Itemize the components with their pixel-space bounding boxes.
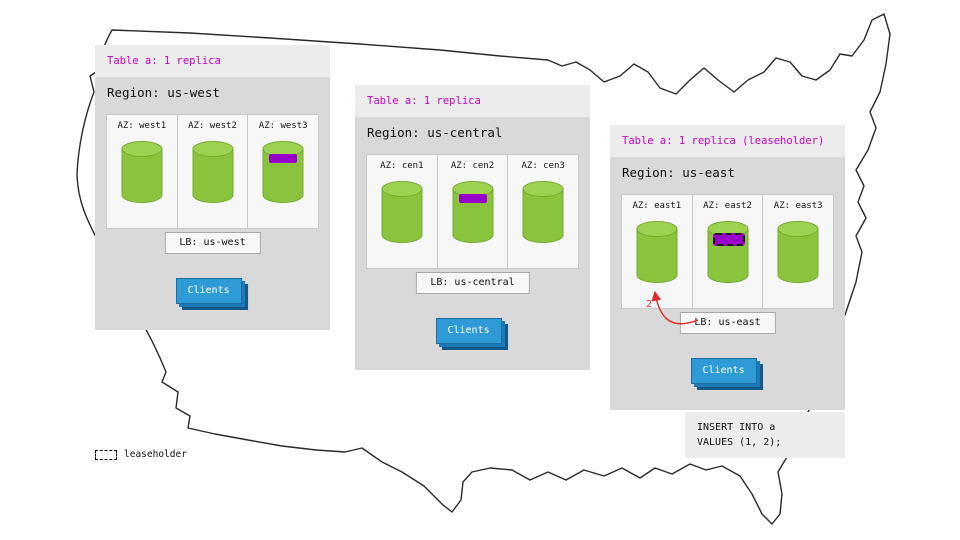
az-east1: AZ: east1 — [622, 195, 692, 308]
leaseholder-marker — [712, 233, 745, 246]
az-cen2: AZ: cen2 — [436, 155, 508, 268]
legend: leaseholder — [95, 449, 187, 460]
leaseholder-swatch-icon — [95, 449, 117, 460]
region-label: Region: us-central — [367, 125, 503, 140]
sql-line-1: INSERT INTO a — [697, 422, 776, 433]
sql-line-2: VALUES (1, 2); — [697, 437, 782, 448]
clients-box: Clients — [435, 318, 502, 344]
replica-cylinder — [451, 180, 495, 244]
az-east3: AZ: east3 — [762, 195, 833, 308]
panel-us-west: Table a: 1 replica Region: us-west AZ: w… — [95, 45, 330, 330]
panel-us-east-title: Table a: 1 replica (leaseholder) — [610, 125, 845, 157]
cylinder-icon — [452, 181, 493, 243]
replica-cylinder — [120, 140, 164, 204]
az-label: AZ: east3 — [773, 201, 823, 211]
az-cen1: AZ: cen1 — [367, 155, 437, 268]
replica-cylinder — [776, 220, 820, 284]
cylinder-icon — [777, 221, 819, 283]
cylinder-icon — [381, 181, 423, 243]
az-label: AZ: west2 — [188, 121, 237, 131]
az-west1: AZ: west1 — [107, 115, 177, 228]
replica-cylinder — [521, 180, 565, 244]
replica-cylinder — [706, 220, 750, 284]
az-label: AZ: east2 — [703, 201, 752, 211]
panel-us-east-body: Region: us-east AZ: east1 AZ: east2 — [610, 157, 845, 410]
replica-cylinder — [635, 220, 679, 284]
panel-us-west-body: Region: us-west AZ: west1 AZ: west2 AZ: … — [95, 77, 330, 330]
panel-us-central-body: Region: us-central AZ: cen1 AZ: cen2 — [355, 117, 590, 370]
sql-note: INSERT INTO a VALUES (1, 2); — [685, 412, 845, 458]
az-label: AZ: cen1 — [380, 161, 424, 171]
clients-box: Clients — [690, 358, 757, 384]
legend-label: leaseholder — [124, 449, 187, 460]
panel-us-east: Table a: 1 replica (leaseholder) Region:… — [610, 125, 845, 410]
az-cen3: AZ: cen3 — [507, 155, 578, 268]
replica-marker — [458, 194, 487, 203]
region-label: Region: us-west — [107, 85, 220, 100]
cylinder-icon — [636, 221, 678, 283]
clients-box: Clients — [175, 278, 242, 304]
az-east2: AZ: east2 — [691, 195, 763, 308]
load-balancer-us-west: LB: us-west — [164, 232, 261, 254]
panel-us-central: Table a: 1 replica Region: us-central AZ… — [355, 85, 590, 370]
cylinder-icon — [707, 221, 748, 283]
cylinder-icon — [121, 141, 163, 203]
cylinder-icon — [192, 141, 233, 203]
az-label: AZ: cen2 — [450, 161, 495, 171]
load-balancer-us-east: LB: us-east — [679, 312, 776, 334]
az-container: AZ: west1 AZ: west2 AZ: west3 — [106, 114, 319, 229]
az-label: AZ: west3 — [258, 121, 308, 131]
replica-cylinder — [380, 180, 424, 244]
region-label: Region: us-east — [622, 165, 735, 180]
az-container: AZ: east1 AZ: east2 AZ: east3 — [621, 194, 834, 309]
replica-cylinder — [191, 140, 235, 204]
cylinder-icon — [262, 141, 304, 203]
az-label: AZ: east1 — [632, 201, 682, 211]
az-container: AZ: cen1 AZ: cen2 AZ: cen3 — [366, 154, 579, 269]
az-label: AZ: west1 — [117, 121, 167, 131]
panel-us-west-title: Table a: 1 replica — [95, 45, 330, 77]
replica-marker — [269, 154, 298, 163]
az-west2: AZ: west2 — [176, 115, 248, 228]
replica-cylinder — [261, 140, 305, 204]
az-west3: AZ: west3 — [247, 115, 318, 228]
cylinder-icon — [522, 181, 564, 243]
az-label: AZ: cen3 — [521, 161, 565, 171]
panel-us-central-title: Table a: 1 replica — [355, 85, 590, 117]
load-balancer-us-central: LB: us-central — [415, 272, 530, 294]
